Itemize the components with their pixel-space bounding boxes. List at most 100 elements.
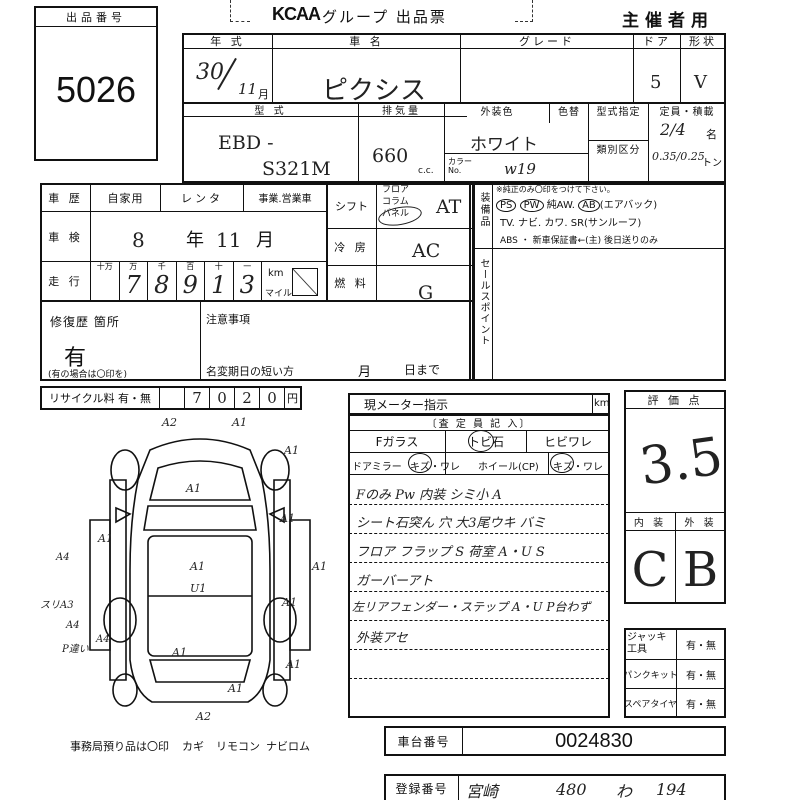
chassis-number: 0024830 xyxy=(555,729,633,752)
inspector-note-3: フロア フラップ S 荷室 A・U S xyxy=(356,545,545,560)
color-label: 外装色 xyxy=(480,106,514,118)
repair-note: (有の場合は〇印を) xyxy=(48,370,128,380)
mirror-circle xyxy=(408,453,432,473)
grade-label: グレード xyxy=(519,35,575,48)
equip-ps[interactable]: PS xyxy=(496,199,517,212)
inspection-label: 車 検 xyxy=(48,230,83,244)
fuel-label: 燃 料 xyxy=(334,277,369,290)
interior-label: 内 装 xyxy=(633,518,667,529)
name-change-month: 月 xyxy=(358,365,372,380)
evaluation-score: 3.5 xyxy=(636,426,727,498)
inspection-year: 8 xyxy=(132,228,145,252)
displacement-value: 660 xyxy=(372,145,409,167)
registration-number: 194 xyxy=(656,780,687,799)
doors-label: ドア xyxy=(643,35,671,48)
equip-ab-note: (エアバック) xyxy=(599,200,658,211)
diagram-mark-11: A1 xyxy=(172,646,187,659)
mirror-status[interactable]: キズ・ワレ xyxy=(410,462,460,473)
recycle-digit: 0 xyxy=(260,387,285,409)
diagram-mark-roof: U1 xyxy=(190,582,207,595)
mileage-digit-cell: 十万 xyxy=(91,262,120,300)
registration-block xyxy=(384,774,726,800)
inspector-note-5: 左リアフェンダー・ステップ A・U P台わず xyxy=(352,600,591,614)
registration-area: 宮崎 xyxy=(466,782,499,800)
wheel-status[interactable]: キズ・ワレ xyxy=(553,462,603,473)
model-label: 型 式 xyxy=(254,106,287,117)
inspector-note-4: ガーバーアト xyxy=(356,574,434,589)
history-rental[interactable]: レンタ xyxy=(181,191,223,205)
exterior-grade: B xyxy=(682,542,719,598)
office-item-remote[interactable]: リモコン xyxy=(216,740,260,753)
jack-options[interactable]: 有・無 xyxy=(686,640,716,652)
spare-options[interactable]: 有・無 xyxy=(686,699,716,711)
mile-label: マイル xyxy=(265,289,293,299)
type-spec-label: 型式指定 xyxy=(596,106,641,118)
exterior-label: 外 装 xyxy=(684,518,717,529)
car-damage-diagram xyxy=(89,438,311,707)
office-item-navi[interactable]: ナビロム xyxy=(266,740,310,753)
glass-chip-circle xyxy=(468,430,494,452)
mileage-digit-value: 1 xyxy=(211,271,227,299)
wheel-label: ホイール(CP) xyxy=(478,462,539,473)
chassis-label: 車台番号 xyxy=(397,734,450,749)
year-label: 年 式 xyxy=(210,35,245,48)
history-label: 車 歴 xyxy=(48,191,83,205)
puncture-label: パンクキット xyxy=(623,670,678,681)
shift-column[interactable]: コラム xyxy=(382,197,409,207)
ac-value: AC xyxy=(412,240,441,262)
organizer-label: 主催者用 xyxy=(622,11,714,31)
mileage-digit-label: 十 xyxy=(214,262,223,271)
capacity-persons: 2/4 xyxy=(660,120,686,139)
displacement-label: 排気量 xyxy=(382,106,421,117)
class-label: 類別区分 xyxy=(596,144,641,156)
color-no-value: w19 xyxy=(504,160,536,178)
mileage-digit-value: 9 xyxy=(182,271,198,299)
mileage-digit-value: 7 xyxy=(125,271,141,299)
km-label: km xyxy=(268,268,284,279)
diagram-mark-9: A1 xyxy=(286,658,301,671)
model-code: S321M xyxy=(262,158,331,180)
equip-pw[interactable]: PW xyxy=(519,199,544,212)
diagram-side-note-5: P違い xyxy=(62,644,89,655)
car-name-label: 車 名 xyxy=(349,35,384,48)
fuel-value: G xyxy=(418,282,434,304)
mileage-digit-value: 3 xyxy=(239,271,255,299)
glass-crack[interactable]: ヒビワレ xyxy=(543,435,592,449)
doors-value: 5 xyxy=(650,72,662,93)
year-value: 30 xyxy=(196,60,224,85)
mileage-digit-label: 千 xyxy=(157,262,166,271)
equip-ab[interactable]: AB xyxy=(578,199,600,212)
equipment-block xyxy=(473,183,726,381)
shift-panel[interactable]: パネル xyxy=(382,209,410,219)
puncture-options[interactable]: 有・無 xyxy=(686,670,716,682)
mileage-digit-label: 一 xyxy=(243,262,252,271)
meter-unit: km xyxy=(594,398,610,409)
history-business[interactable]: 事業.営業車 xyxy=(258,194,312,205)
month-unit: 月 xyxy=(258,88,269,101)
evaluation-label: 評 価 点 xyxy=(647,393,703,407)
diagram-mark-8: A1 xyxy=(282,596,297,609)
capacity-load: 0.35/0.25 xyxy=(652,150,705,163)
mirror-label: ドアミラー xyxy=(352,462,402,473)
capacity-label: 定員・積載 xyxy=(659,106,715,118)
mileage-digit-value: 8 xyxy=(154,271,170,299)
repair-value: 有 xyxy=(64,346,87,371)
diagram-side-note-4: A4 xyxy=(96,634,110,645)
recycle-digit: 7 xyxy=(185,387,210,409)
diagram-mark-2: A1 xyxy=(232,416,247,429)
shift-floor[interactable]: フロア xyxy=(382,185,410,195)
equipment-line1: PS PW 純AW. AB(エアバック) xyxy=(496,196,658,212)
office-item-key[interactable]: カギ xyxy=(182,740,204,753)
name-change-day: 日まで xyxy=(404,363,441,377)
history-private[interactable]: 自家用 xyxy=(107,191,144,205)
equip-aw[interactable]: 純AW. xyxy=(546,200,575,211)
shift-label: シフト xyxy=(335,200,368,213)
mileage-digit-label: 百 xyxy=(186,262,195,271)
registration-class: 480 xyxy=(556,780,587,799)
form-title: グループ 出品票 xyxy=(322,8,447,26)
mileage-digit-label: 十万 xyxy=(96,262,113,271)
inspector-note-6: 外装アセ xyxy=(356,631,408,646)
chassis-block xyxy=(384,726,726,756)
